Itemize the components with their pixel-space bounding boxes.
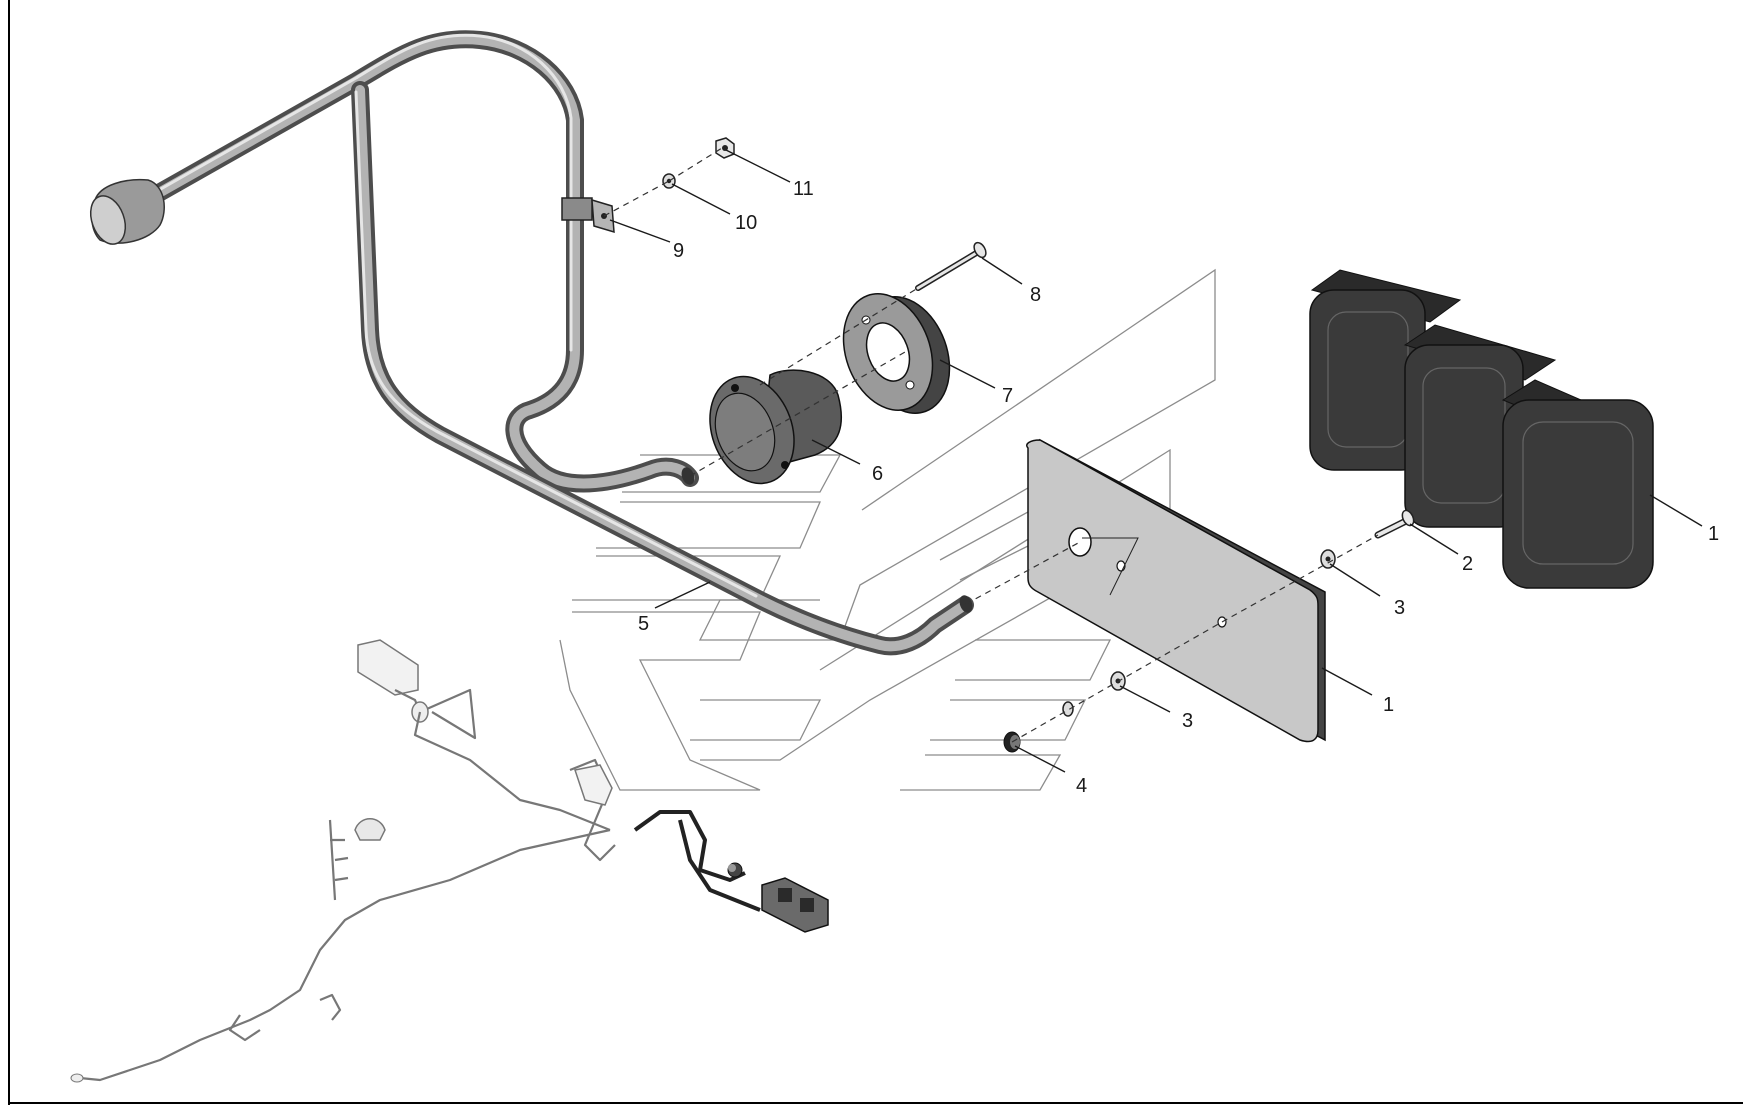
washer-3-upper (1320, 549, 1336, 569)
callout-5: 5 (638, 613, 649, 635)
tube-end-cap (89, 195, 127, 245)
mounting-plate (1026, 438, 1326, 743)
harness-switch-module (761, 877, 829, 933)
plate-hole-large (1068, 527, 1092, 557)
callout-3-lower: 3 (1182, 710, 1193, 732)
harness-connector-block (357, 639, 419, 696)
wiring-harness (70, 639, 829, 1083)
callout-9: 9 (673, 240, 684, 262)
bushing-6 (709, 369, 842, 485)
harness-bracket (574, 764, 613, 806)
flange-ring-7 (842, 293, 951, 414)
tube-frame (89, 30, 974, 656)
washer-3-small (1062, 701, 1074, 717)
callout-8: 8 (1030, 284, 1041, 306)
tube-clamp (561, 197, 615, 234)
callout-1-plate: 1 (1383, 694, 1394, 716)
leader-lines (609, 149, 1703, 773)
callout-1-light: 1 (1708, 523, 1719, 545)
callout-6: 6 (872, 463, 883, 485)
harness-round-connector (354, 818, 386, 841)
callout-7: 7 (1002, 385, 1013, 407)
lamp-housing (1309, 269, 1654, 589)
bolt-8 (915, 241, 987, 291)
callout-3-upper: 3 (1394, 597, 1405, 619)
assembly-axes (603, 147, 1379, 743)
callout-11: 11 (793, 178, 814, 200)
nut-11 (715, 137, 735, 159)
callout-2: 2 (1462, 553, 1473, 575)
callout-labels: 11 10 9 8 7 6 5 2 3 1 1 3 4 (638, 178, 1719, 797)
bolt-2 (1374, 509, 1415, 539)
watermark-logo (559, 268, 1216, 791)
callout-4: 4 (1076, 775, 1087, 797)
callout-10: 10 (735, 212, 757, 234)
